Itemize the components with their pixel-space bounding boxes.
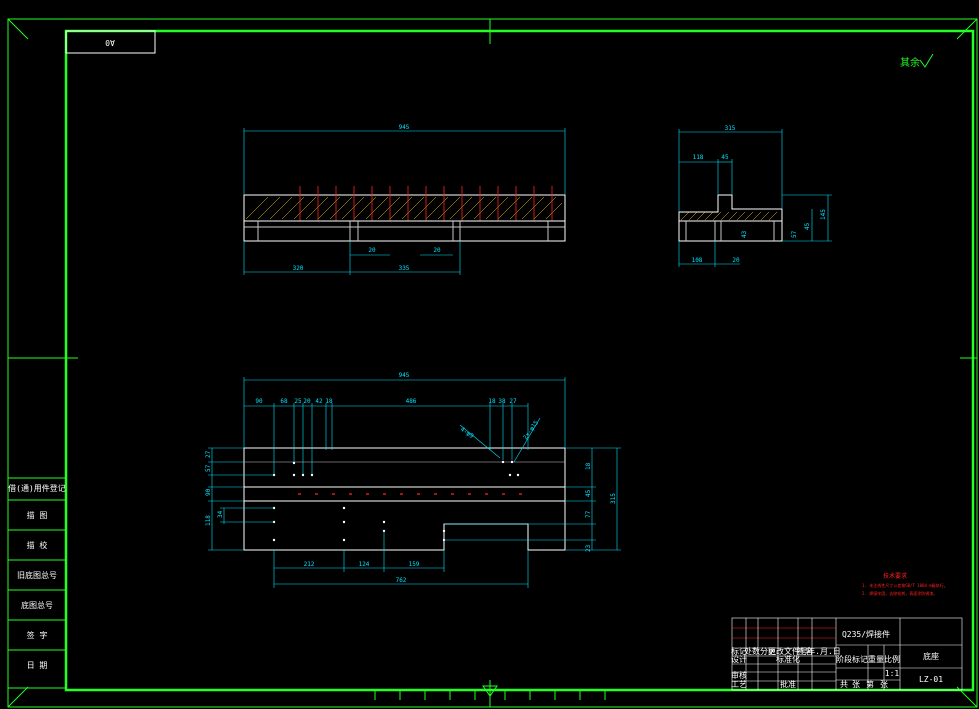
left-block-cell: 签 字 <box>27 630 48 640</box>
front-dim: 20 <box>433 247 441 254</box>
side-dim-width: 315 <box>725 125 736 132</box>
plan-dim: 18 <box>585 462 592 470</box>
tb-cell: 年.月.日 <box>807 646 841 656</box>
title-drawing-no: LZ-01 <box>919 675 943 684</box>
tb-cell: 比例 <box>884 654 900 664</box>
tb-cell: 张 <box>852 680 860 689</box>
tb-cell: 张 <box>880 680 888 689</box>
plan-dim: 90 <box>255 398 263 405</box>
tb-cell: 共 <box>840 680 848 689</box>
plan-dim: 42 <box>315 398 323 405</box>
tech-note-line: 1. 未注线性尺寸公差按GB/T 1804-m级执行。 <box>862 582 948 588</box>
title-material: Q235/焊接件 <box>842 629 890 639</box>
plan-callout: 2×-φ15 <box>522 419 540 441</box>
left-block-cell: 描 图 <box>27 510 48 520</box>
roughness-note-text: 其余 <box>900 56 920 69</box>
side-dim: 20 <box>732 257 740 264</box>
plan-dim: 124 <box>359 561 370 568</box>
front-view: 945 320 20 335 20 <box>243 124 566 275</box>
plan-dim: 762 <box>396 577 407 584</box>
plan-dim: 77 <box>585 510 592 518</box>
tb-cell: 标准化 <box>776 654 800 664</box>
sheet-frame <box>7 18 978 708</box>
front-dim: 335 <box>399 265 410 272</box>
plan-dim: 27 <box>205 450 212 458</box>
plan-dim: 23 <box>585 544 592 552</box>
side-view: 315 118 45 145 45 43 57 108 20 <box>678 125 832 267</box>
tb-cell: 标记 <box>731 646 747 656</box>
plan-dim: 159 <box>409 561 420 568</box>
front-hatch <box>245 196 563 220</box>
technical-notes: 技术要求 1. 未注线性尺寸公差按GB/T 1804-m级执行。 2. 焊接牢固… <box>862 572 948 596</box>
tech-note-line: 2. 焊接牢固，去除毛刺，表面涂防锈漆。 <box>862 590 937 596</box>
size-label-box: A0 <box>65 30 156 54</box>
front-red-lines <box>299 186 553 221</box>
plan-dim: 315 <box>610 493 617 504</box>
left-block-cell: 借(通)用件登记 <box>8 483 66 493</box>
bottom-ruler-ticks <box>374 690 606 700</box>
side-dim: 45 <box>721 154 729 161</box>
centering-mark-icon <box>482 685 498 697</box>
tb-cell: 处数 <box>744 646 760 656</box>
plan-dim: 90 <box>205 488 212 496</box>
front-dim-width: 945 <box>399 124 410 131</box>
left-block-cell: 描 校 <box>27 540 48 550</box>
tb-cell: 批准 <box>780 679 796 689</box>
title-block-cells: 标记 处数 分区 更改文件号 签名 年.月.日 设计 标准化 审核 工艺 批准 … <box>731 646 900 689</box>
plan-dim: 486 <box>406 398 417 405</box>
plan-dim: 25 <box>294 398 302 405</box>
left-block-cell: 旧底图总号 <box>17 570 57 580</box>
side-dim: 118 <box>693 154 704 161</box>
plan-dim: 38 <box>498 398 506 405</box>
title-part-name: 底座 <box>923 651 939 661</box>
plan-dim: 45 <box>585 489 592 497</box>
plan-callout: 4-φ9 <box>459 426 475 440</box>
tech-notes-title: 技术要求 <box>883 572 907 580</box>
plan-dim: 18 <box>325 398 333 405</box>
plan-dim: 212 <box>304 561 315 568</box>
left-block-cell: 底图总号 <box>21 600 53 610</box>
tb-cell: 工艺 <box>731 680 747 689</box>
tb-cell: 审核 <box>731 670 747 680</box>
left-register-block: 借(通)用件登记 描 图 描 校 旧底图总号 底图总号 签 字 日 期 <box>7 477 67 689</box>
roughness-note: 其余 <box>900 53 934 69</box>
side-dim: 43 <box>741 230 748 238</box>
left-block-cell: 日 期 <box>27 661 48 670</box>
plan-dim: 68 <box>280 398 288 405</box>
front-dim: 320 <box>293 265 304 272</box>
plan-dim: 27 <box>509 398 517 405</box>
plan-dim-width: 945 <box>399 372 410 379</box>
plan-dim: 118 <box>205 515 212 526</box>
tb-cell: 1:1 <box>885 669 900 678</box>
plan-dim: 20 <box>303 398 311 405</box>
plan-view: 945 90 68 25 20 42 18 486 18 38 27 4-φ9 … <box>205 372 621 588</box>
tb-cell: 分区 <box>760 647 776 656</box>
title-block <box>731 617 963 691</box>
plan-dim: 18 <box>488 398 496 405</box>
plan-dim: 34 <box>217 510 224 518</box>
tb-cell: 重量 <box>868 654 884 664</box>
plan-dim: 57 <box>205 464 212 472</box>
tb-cell: 更改文件号 <box>768 646 808 656</box>
front-dim: 20 <box>368 247 376 254</box>
tb-cell: 第 <box>866 679 874 689</box>
side-dim: 45 <box>804 222 811 230</box>
side-dim: 57 <box>791 230 798 238</box>
side-dim: 108 <box>692 257 703 264</box>
tb-cell: 阶段标记 <box>836 654 868 664</box>
tb-cell: 签名 <box>797 646 813 656</box>
size-label: A0 <box>105 38 115 47</box>
tb-cell: 设计 <box>731 654 747 664</box>
side-dim: 145 <box>820 209 827 220</box>
